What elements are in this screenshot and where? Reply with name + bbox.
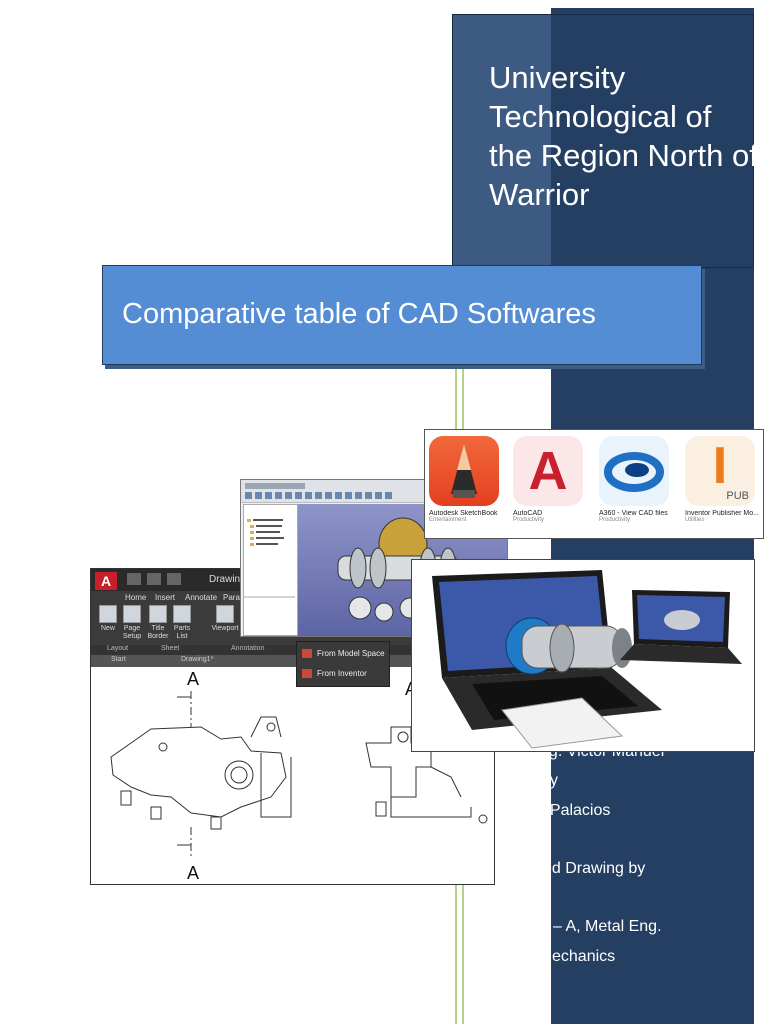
- tool-page-setup[interactable]: Page Setup: [121, 605, 143, 641]
- laptops-cad-photo: [411, 559, 755, 752]
- ribbon-tab-param[interactable]: Param: [223, 593, 247, 602]
- ribbon-tools: New Page Setup Title Border Parts List V…: [91, 605, 494, 643]
- panel-label-layout: Layout: [107, 645, 129, 652]
- drawing-linework: [110, 691, 488, 859]
- document-title: Comparative table of CAD Softwares: [122, 298, 596, 330]
- cad-app-icons: Autodesk SketchBook Entertainment A Auto…: [424, 429, 764, 539]
- sketchbook-icon: [429, 436, 499, 506]
- window-title: Drawing: [209, 574, 246, 585]
- autocad-logo-icon: A: [95, 572, 117, 590]
- app-name: A360 - View CAD files: [599, 510, 668, 517]
- info-line-student: vid Palacios: [525, 802, 611, 819]
- menu-item-from-model-space[interactable]: From Model Space: [317, 649, 385, 658]
- ribbon-tabs: Home Insert Annotate Param: [91, 591, 494, 605]
- app-category: Productivity: [599, 517, 631, 523]
- title-border-icon: [149, 605, 167, 623]
- panel-label-annotation: Annotation: [231, 645, 265, 652]
- page-setup-icon: [123, 605, 141, 623]
- pub-badge: PUB: [726, 490, 749, 502]
- doc-tab-drawing[interactable]: Drawing1*: [181, 656, 214, 663]
- app-tile-inventor-publisher[interactable]: I PUB Inventor Publisher Mo... Utilities: [685, 436, 763, 523]
- info-line-career: echanics: [552, 948, 616, 965]
- freecad-screenshot: [240, 479, 508, 637]
- a360-swirl-icon: [604, 452, 664, 492]
- app-tile-sketchbook[interactable]: Autodesk SketchBook Entertainment: [429, 436, 507, 523]
- app-name: Inventor Publisher Mo...: [685, 510, 759, 517]
- title-banner: Comparative table of CAD Softwares: [102, 265, 702, 365]
- doc-tab-start[interactable]: Start: [111, 656, 126, 663]
- model-space-icon: [302, 649, 312, 658]
- insert-view-context-menu: From Model Space From Inventor: [296, 641, 390, 687]
- cover-light-block: [452, 14, 551, 268]
- tool-new[interactable]: New: [97, 605, 119, 633]
- ribbon-tab-home[interactable]: Home: [125, 593, 147, 602]
- info-line-subject: isted Drawing by: [527, 860, 646, 877]
- app-name: AutoCAD: [513, 510, 543, 517]
- ribbon-tab-insert[interactable]: Insert: [155, 593, 176, 602]
- section-label-bottom: A: [187, 863, 200, 883]
- autocad-app-icon: A: [513, 436, 583, 506]
- ribbon-panel-labels: Layout Sheet Annotation: [91, 645, 494, 655]
- inventor-icon: [302, 669, 312, 678]
- app-category: Entertainment: [429, 517, 467, 523]
- freecad-model-tree: [243, 504, 298, 636]
- app-name: Autodesk SketchBook: [429, 510, 498, 517]
- info-line-group: – A, Metal Eng.: [553, 918, 662, 935]
- parts-list-icon: [173, 605, 191, 623]
- panel-label-sheet: Sheet: [161, 645, 180, 652]
- app-category: Productivity: [513, 517, 545, 523]
- menu-strip: [245, 483, 305, 489]
- a360-app-icon: [599, 436, 669, 506]
- viewport-icon: [216, 605, 234, 623]
- university-title: University Technological of the Region N…: [489, 60, 758, 212]
- qat-save-icon: [167, 573, 181, 585]
- tree-items: [244, 519, 295, 598]
- toolbar-icons: [245, 492, 395, 499]
- tool-viewport[interactable]: Viewport: [207, 605, 243, 633]
- new-sheet-icon: [99, 605, 117, 623]
- inventor-i-glyph: I: [712, 437, 728, 495]
- tool-parts-list[interactable]: Parts List: [171, 605, 193, 641]
- laptops-illustration: [432, 570, 742, 749]
- app-category: Utilities: [685, 517, 705, 523]
- pencil-icon: [451, 444, 477, 498]
- app-tile-autocad[interactable]: A AutoCAD Productivity: [513, 436, 591, 523]
- menu-item-from-inventor[interactable]: From Inventor: [317, 669, 367, 678]
- inventor-publisher-icon: I PUB: [685, 436, 755, 506]
- autocad-a-glyph: A: [528, 441, 568, 501]
- tool-title-border[interactable]: Title Border: [147, 605, 169, 641]
- app-tile-a360[interactable]: A360 - View CAD files Productivity: [599, 436, 677, 523]
- ribbon-tab-annotate[interactable]: Annotate: [185, 593, 218, 602]
- info-line-2: y: [550, 772, 558, 789]
- qat-open-icon: [147, 573, 161, 585]
- section-label-top: A: [187, 669, 200, 689]
- document-tabs: Start Drawing1*: [91, 655, 494, 667]
- qat-new-icon: [127, 573, 141, 585]
